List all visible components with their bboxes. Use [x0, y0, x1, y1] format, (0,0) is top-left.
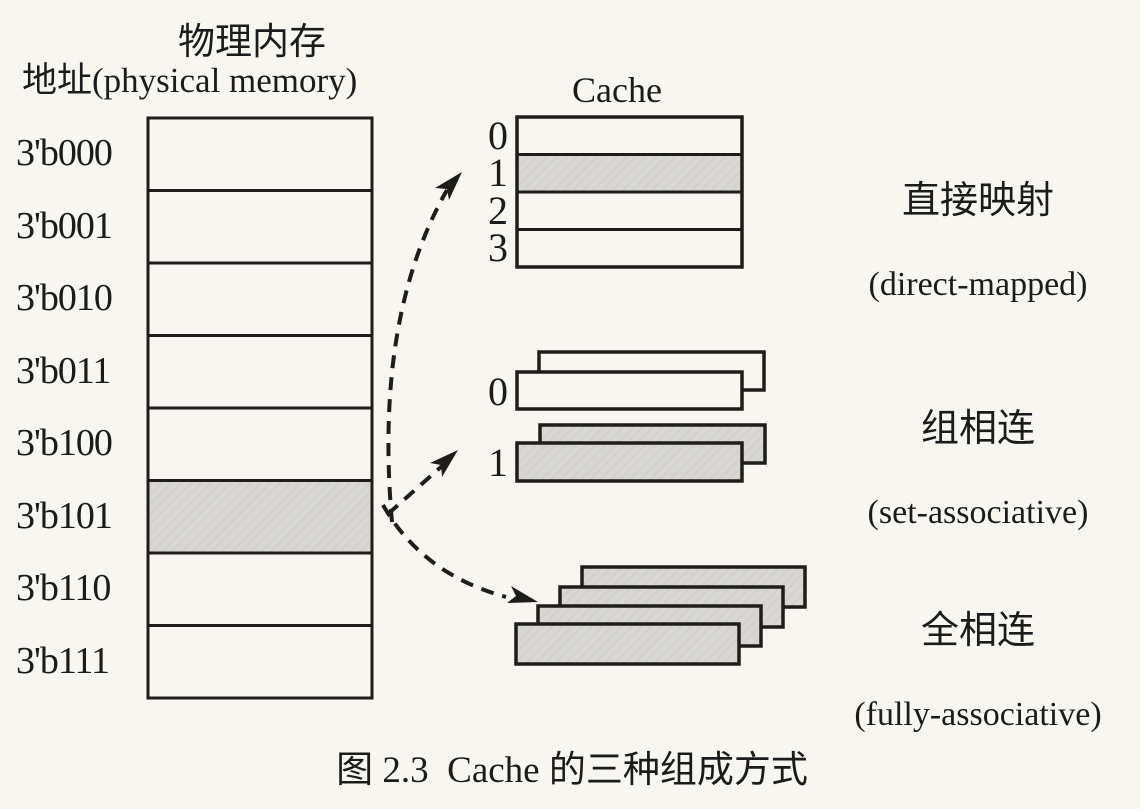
label-set-associative: 组相连 (set-associative)	[868, 368, 1089, 572]
arrow-to-set-associative	[386, 464, 444, 516]
fully-assoc-line	[514, 622, 741, 666]
memory-address-label: 3'b100	[16, 422, 113, 464]
dm-row-index: 0	[488, 113, 508, 158]
dm-row-index: 1	[488, 150, 508, 195]
label-fully-associative-zh: 全相连	[920, 609, 1036, 652]
memory-address-label: 3'b001	[16, 205, 113, 247]
memory-title-zh: 物理内存	[178, 22, 326, 63]
set-index: 0	[488, 369, 508, 414]
arrow-to-direct-mapped	[386, 189, 449, 523]
memory-address-label: 3'b110	[16, 567, 111, 609]
arrowhead-direct-mapped	[435, 172, 462, 200]
mapping-arrows	[381, 172, 538, 603]
memory-address-label: 3'b101	[16, 495, 113, 537]
arrowhead-set-associative	[430, 450, 458, 477]
label-set-associative-zh: 组相连	[920, 407, 1035, 450]
fully-associative-cache	[514, 565, 807, 666]
label-direct-mapped-zh: 直接映射	[901, 179, 1054, 222]
memory-address-label: 3'b011	[16, 350, 111, 392]
label-fully-associative-en: (fully-associative)	[854, 695, 1102, 733]
arrowhead-fully-associative	[507, 586, 538, 603]
label-direct-mapped: 直接映射 (direct-mapped)	[869, 140, 1088, 344]
memory-cell-highlighted	[148, 481, 372, 553]
figure-caption: 图 2.3 Cache 的三种组成方式	[336, 750, 808, 791]
set1-way-front	[515, 441, 744, 483]
direct-mapped-cache	[515, 115, 744, 269]
dm-row-index: 3	[488, 225, 508, 270]
label-fully-associative: 全相连 (fully-associative)	[854, 570, 1101, 774]
set-index: 1	[488, 440, 508, 485]
label-direct-mapped-en: (direct-mapped)	[868, 265, 1088, 303]
dm-row-index: 2	[488, 188, 508, 233]
memory-column	[146, 116, 374, 700]
cache-title: Cache	[572, 70, 662, 110]
direct-mapped-highlighted-row	[517, 154, 742, 192]
arrow-to-fully-associative	[381, 504, 507, 599]
set-associative-cache	[515, 350, 767, 483]
memory-title-en: 地址(physical memory)	[22, 61, 358, 100]
set0-way-front	[515, 370, 744, 411]
memory-address-label: 3'b010	[16, 277, 113, 319]
label-set-associative-en: (set-associative)	[867, 493, 1089, 531]
memory-address-label: 3'b111	[16, 640, 110, 682]
memory-address-label: 3'b000	[16, 132, 113, 174]
